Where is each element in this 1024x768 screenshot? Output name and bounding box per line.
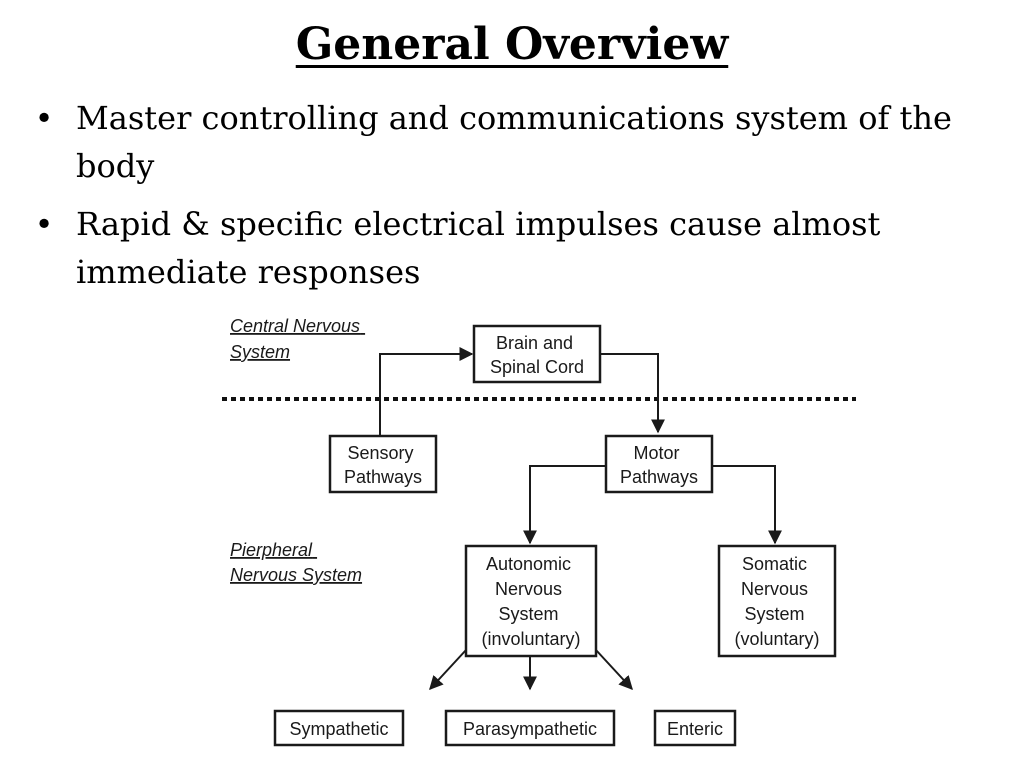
node-label-line: Nervous (495, 579, 562, 599)
node-label-line: Sensory (347, 443, 413, 463)
cns-label-line: System (230, 342, 290, 362)
sympathetic-node: Sympathetic (273, 709, 405, 747)
bullet-list: • Master controlling and communications … (34, 94, 1009, 306)
node-label-line: System (498, 604, 558, 624)
svg-text:Sensory Pathways: Sensory Pathways (344, 443, 422, 487)
node-label-line: Pathways (620, 467, 698, 487)
bullet-text: Master controlling and communications sy… (76, 99, 952, 185)
node-label-line: System (744, 604, 804, 624)
svg-text:Parasympathetic: Parasympathetic (463, 719, 597, 739)
node-label-line: Parasympathetic (463, 719, 597, 739)
node-label-line: Enteric (667, 719, 723, 739)
svg-text:Somatic Nervous Sy: Somatic Nervous System (voluntary) (734, 554, 819, 649)
brain-spinal-cord-node: Brain and Spinal Cord (472, 324, 602, 384)
brain-to-motor-arrow (600, 353, 665, 434)
bullet-text: Rapid & specific electrical impulses cau… (76, 205, 881, 291)
cns-region-label: Central Nervous System (230, 316, 365, 362)
motor-pathways-node: Motor Pathways (604, 434, 714, 494)
cns-label-line: Central Nervous (230, 316, 360, 336)
node-label-line: Pathways (344, 467, 422, 487)
svg-text:Autonomic Nervous: Autonomic Nervous System (involuntary) (481, 554, 580, 649)
node-label-line: Somatic (742, 554, 807, 574)
svg-text:Brain and Spinal Cord: Brain and Spinal Cord (490, 333, 584, 377)
svg-text:Sympathetic: Sympathetic (289, 719, 388, 739)
bullet-item: • Rapid & specific electrical impulses c… (34, 200, 1009, 296)
sensory-pathways-node: Sensory Pathways (328, 434, 438, 494)
pns-label-line: Pierpheral (230, 540, 313, 560)
bullet-item: • Master controlling and communications … (34, 94, 1009, 190)
node-label-line: Brain and (496, 333, 573, 353)
motor-to-autonomic-arrow (523, 465, 606, 545)
svg-text:Motor Pathways: Motor Pathways (620, 443, 698, 487)
bullet-dot: • (34, 205, 54, 243)
svg-text:Enteric: Enteric (667, 719, 723, 739)
enteric-node: Enteric (653, 709, 737, 747)
somatic-nervous-system-node: Somatic Nervous System (voluntary) (717, 544, 837, 658)
node-label-line: Spinal Cord (490, 357, 584, 377)
parasympathetic-node: Parasympathetic (444, 709, 616, 747)
pns-label-line: Nervous System (230, 565, 362, 585)
node-label-line: (involuntary) (481, 629, 580, 649)
autonomic-to-sympathetic-arrow (429, 649, 467, 691)
motor-to-somatic-arrow (712, 465, 782, 545)
autonomic-to-enteric-arrow (595, 649, 633, 691)
sensory-to-brain-arrow (379, 347, 474, 436)
node-label-line: Motor (633, 443, 679, 463)
node-label-line: Sympathetic (289, 719, 388, 739)
pns-region-label: Pierpheral Nervous System (230, 540, 362, 585)
node-label-line: (voluntary) (734, 629, 819, 649)
bullet-dot: • (34, 99, 54, 137)
slide-title: General Overview (295, 19, 729, 70)
node-label-line: Autonomic (486, 554, 571, 574)
node-label-line: Nervous (741, 579, 808, 599)
autonomic-nervous-system-node: Autonomic Nervous System (involuntary) (464, 544, 598, 658)
